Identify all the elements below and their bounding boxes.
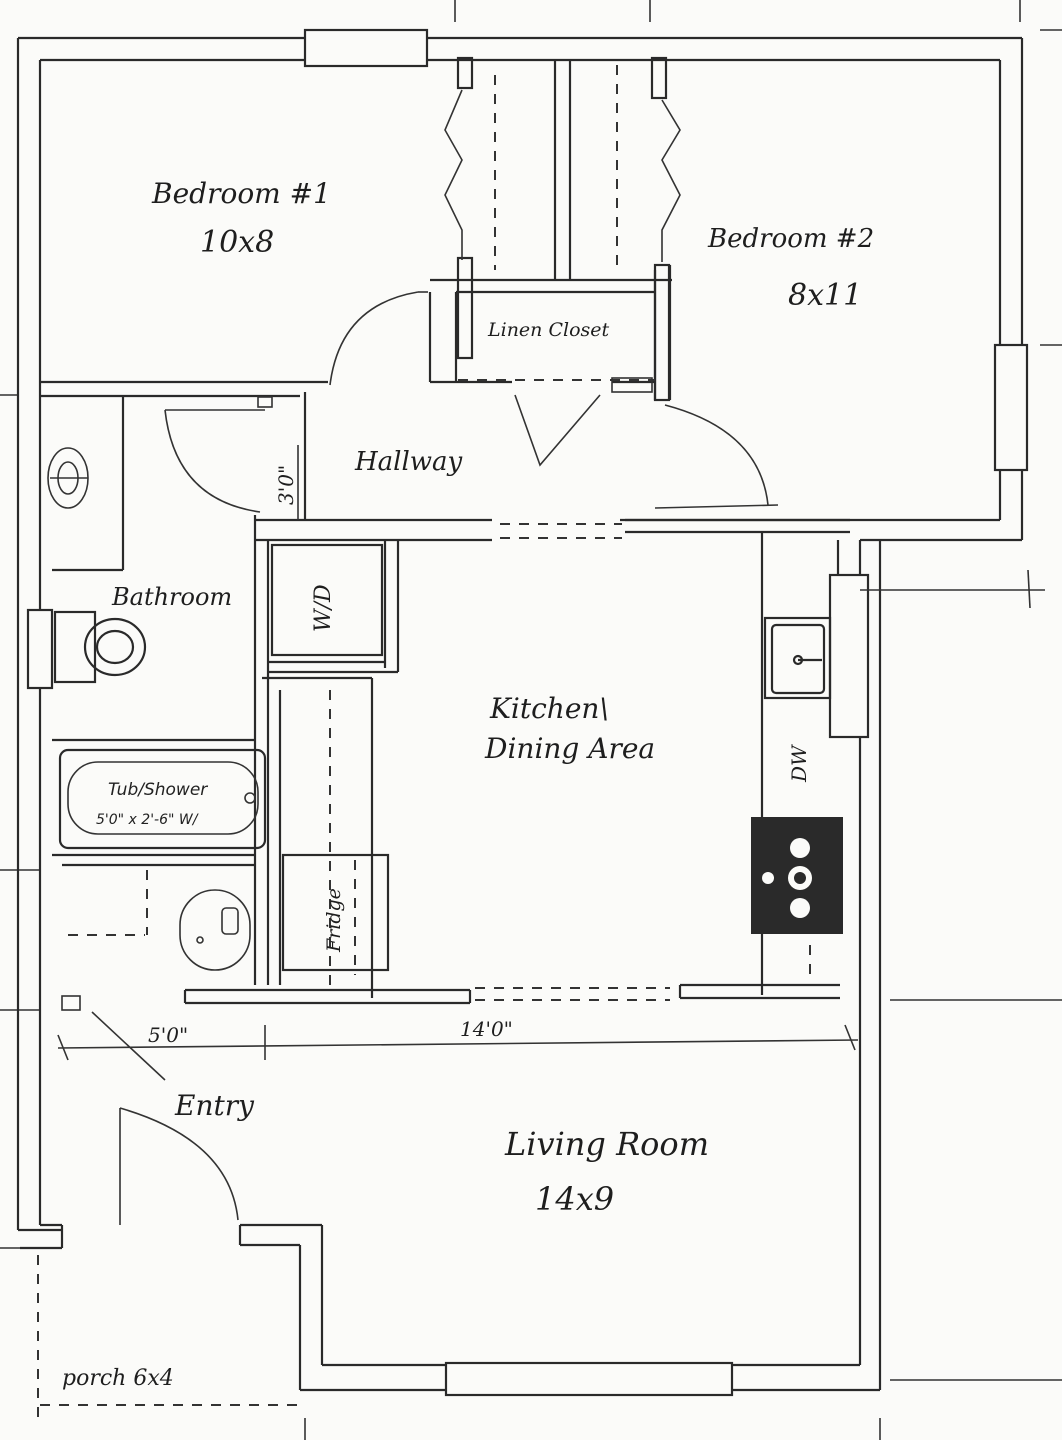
kitchen-sink-icon — [763, 616, 832, 700]
tub-shower-icon — [58, 748, 267, 850]
toilet-icon — [53, 610, 147, 684]
living-room-size: 14x9 — [535, 1180, 614, 1218]
interior-walls — [40, 56, 850, 1005]
bedroom2-size: 8x11 — [788, 278, 862, 313]
hallway-label: Hallway — [354, 447, 463, 477]
living-room-name: Living Room — [504, 1125, 709, 1163]
washer-dryer-icon — [179, 889, 251, 971]
door-width-dimension: 3'0" — [274, 465, 298, 505]
bedroom1-size: 10x8 — [200, 225, 274, 260]
kitchen-label-line2: Dining Area — [484, 732, 655, 765]
entry-width-dimension: 5'0" — [148, 1023, 188, 1047]
bedroom2-name: Bedroom #2 — [707, 224, 874, 254]
kitchen-width-dimension: 14'0" — [460, 1017, 513, 1041]
tub-shower-label: Tub/Shower — [108, 780, 208, 800]
bathroom-label: Bathroom — [111, 583, 232, 611]
porch-label: porch 6x4 — [62, 1366, 174, 1391]
door-swings — [61, 291, 779, 1225]
dimension-lines — [57, 445, 1045, 1061]
dishwasher-label: DW — [787, 744, 811, 783]
kitchen-label-line1: Kitchen\ — [489, 692, 609, 725]
entry-label: Entry — [174, 1089, 255, 1122]
dashed-lines — [37, 65, 811, 1420]
stove-icon — [751, 817, 843, 934]
bathroom-sink-icon — [47, 447, 89, 509]
fridge-label: Fridge — [323, 888, 345, 953]
tub-size-label: 5'0" x 2'-6" W/ — [96, 812, 199, 828]
bedroom1-name: Bedroom #1 — [151, 177, 331, 210]
windows — [26, 28, 1029, 1397]
linen-closet-label: Linen Closet — [487, 319, 609, 341]
closet-bifold-doors — [444, 89, 681, 262]
washer-dryer-label: W/D — [311, 584, 336, 632]
fridge-icon — [281, 853, 390, 972]
